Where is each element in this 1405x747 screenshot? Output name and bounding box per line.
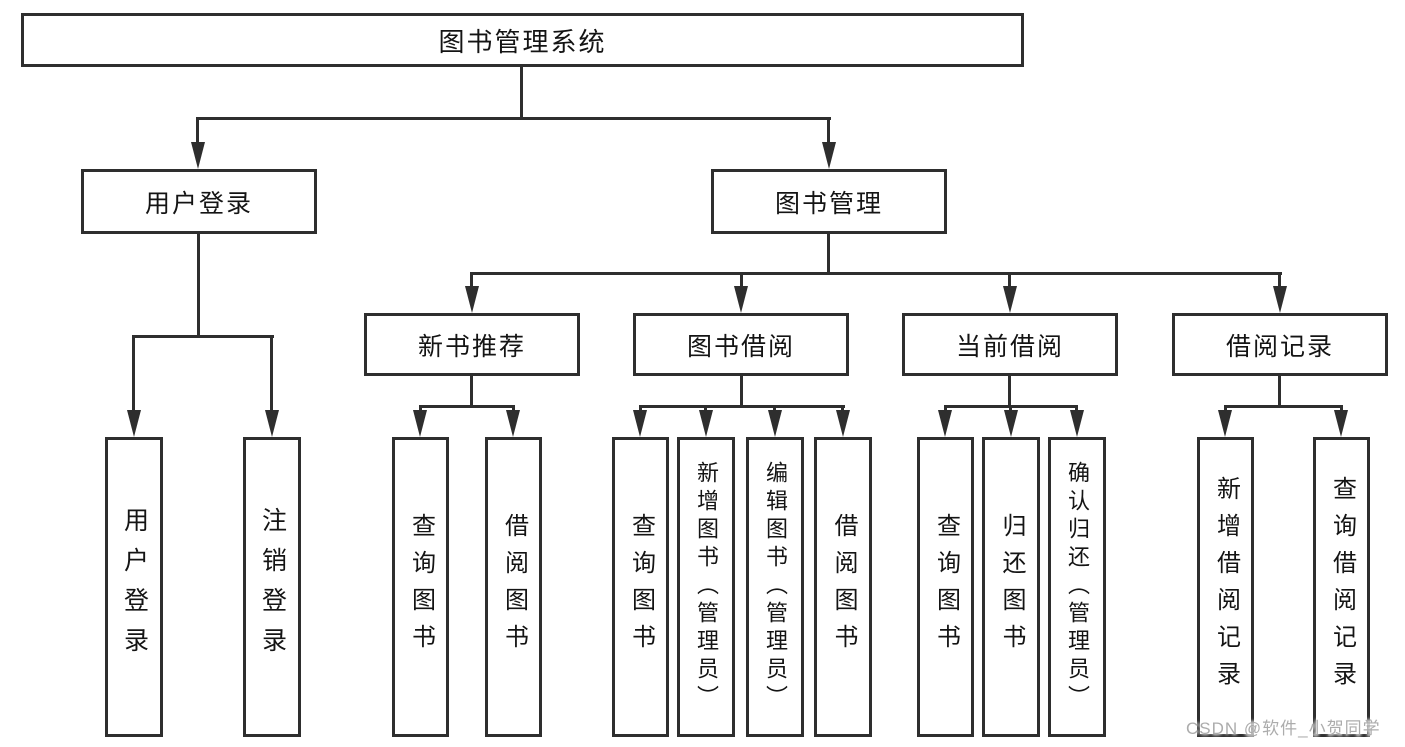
leaf-query-borrow-record: 查询借阅记录 — [1313, 437, 1370, 737]
arrow-down-icon — [768, 410, 782, 437]
node-label: 用户登录 — [144, 189, 253, 218]
node-label: 查询图书 — [932, 513, 960, 661]
node-current-borrowing: 当前借阅 — [902, 313, 1118, 376]
node-label: 借阅记录 — [1225, 332, 1334, 361]
node-label: 查询图书 — [407, 513, 435, 661]
node-label: 查询借阅记录 — [1328, 476, 1356, 698]
connector-line — [1278, 376, 1281, 407]
node-label: 新书推荐 — [417, 332, 526, 361]
node-user-login: 用户登录 — [81, 169, 317, 234]
csdn-watermark: CSDN @软件_小贺同学 — [1186, 719, 1381, 738]
connector-line — [1278, 272, 1281, 288]
connector-line — [944, 405, 947, 413]
arrow-down-icon — [413, 410, 427, 437]
connector-line — [1075, 405, 1078, 413]
arrow-down-icon — [1003, 286, 1017, 313]
node-label: 注销登录 — [258, 507, 287, 667]
leaf-return-book: 归还图书 — [982, 437, 1040, 737]
connector-line — [197, 234, 200, 337]
node-book-management: 图书管理 — [711, 169, 947, 234]
node-label: 编辑图书（管理员） — [763, 461, 788, 713]
node-label: 查询图书 — [627, 513, 655, 661]
connector-line — [827, 117, 830, 145]
arrow-down-icon — [822, 142, 836, 169]
arrow-down-icon — [699, 410, 713, 437]
node-library-management-system: 图书管理系统 — [21, 13, 1024, 67]
leaf-confirm-return-admin: 确认归还（管理员） — [1048, 437, 1106, 737]
connector-line — [419, 405, 422, 413]
leaf-logout: 注销登录 — [243, 437, 301, 737]
arrow-down-icon — [265, 410, 279, 437]
leaf-query-books-current: 查询图书 — [917, 437, 974, 737]
connector-line — [827, 234, 830, 274]
connector-line — [520, 67, 523, 119]
connector-line — [1008, 272, 1011, 288]
connector-line — [419, 405, 515, 408]
leaf-add-book-admin: 新增图书（管理员） — [677, 437, 735, 737]
connector-line — [841, 405, 844, 413]
arrow-down-icon — [191, 142, 205, 169]
node-new-book-recommend: 新书推荐 — [364, 313, 580, 376]
arrow-down-icon — [734, 286, 748, 313]
leaf-user-login: 用户登录 — [105, 437, 163, 737]
node-label: 确认归还（管理员） — [1065, 461, 1090, 713]
leaf-borrow-books-recommend: 借阅图书 — [485, 437, 542, 737]
connector-line — [740, 272, 743, 288]
arrow-down-icon — [836, 410, 850, 437]
leaf-borrow-books: 借阅图书 — [814, 437, 872, 737]
arrow-down-icon — [127, 410, 141, 437]
connector-line — [196, 117, 831, 120]
arrow-down-icon — [506, 410, 520, 437]
arrow-down-icon — [1273, 286, 1287, 313]
connector-line — [132, 335, 274, 338]
node-label: 图书借阅 — [686, 332, 795, 361]
arrow-down-icon — [465, 286, 479, 313]
node-label: 归还图书 — [998, 513, 1025, 661]
connector-line — [470, 272, 1282, 275]
leaf-query-books-recommend: 查询图书 — [392, 437, 449, 737]
node-label: 新增借阅记录 — [1212, 476, 1240, 698]
leaf-add-borrow-record: 新增借阅记录 — [1197, 437, 1254, 737]
connector-line — [196, 117, 199, 145]
node-label: 借阅图书 — [500, 513, 528, 661]
node-label: 新增图书（管理员） — [694, 461, 719, 713]
arrow-down-icon — [633, 410, 647, 437]
connector-line — [470, 272, 473, 288]
node-book-borrowing: 图书借阅 — [633, 313, 849, 376]
connector-line — [773, 405, 776, 413]
node-label: 借阅图书 — [830, 513, 857, 661]
connector-line — [470, 376, 473, 407]
connector-line — [270, 335, 273, 412]
node-borrowing-records: 借阅记录 — [1172, 313, 1388, 376]
arrow-down-icon — [1218, 410, 1232, 437]
arrow-down-icon — [938, 410, 952, 437]
leaf-edit-book-admin: 编辑图书（管理员） — [746, 437, 804, 737]
node-label: 图书管理系统 — [438, 26, 607, 57]
arrow-down-icon — [1070, 410, 1084, 437]
arrow-down-icon — [1004, 410, 1018, 437]
connector-line — [1340, 405, 1343, 413]
connector-line — [1224, 405, 1343, 408]
connector-line — [132, 335, 135, 412]
connector-line — [639, 405, 845, 408]
connector-line — [1224, 405, 1227, 413]
connector-line — [639, 405, 642, 413]
connector-line — [1008, 376, 1011, 407]
connector-line — [512, 405, 515, 413]
node-label: 图书管理 — [774, 189, 883, 218]
leaf-query-books-borrow: 查询图书 — [612, 437, 669, 737]
node-label: 用户登录 — [120, 507, 149, 667]
node-label: 当前借阅 — [955, 332, 1064, 361]
connector-line — [704, 405, 707, 413]
arrow-down-icon — [1334, 410, 1348, 437]
connector-line — [1009, 405, 1012, 413]
connector-line — [740, 376, 743, 407]
